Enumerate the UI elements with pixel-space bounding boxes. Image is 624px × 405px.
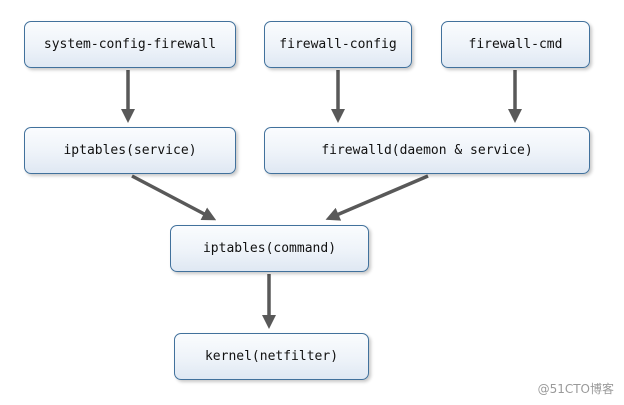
node-kernel-netfilter: kernel(netfilter) bbox=[174, 333, 369, 380]
node-label: system-config-firewall bbox=[43, 37, 217, 52]
node-system-config-firewall: system-config-firewall bbox=[24, 21, 236, 68]
node-label: firewalld(daemon & service) bbox=[321, 143, 533, 158]
node-firewalld: firewalld(daemon & service) bbox=[264, 127, 590, 174]
arrow-firewalld-to-iptables-command bbox=[325, 174, 429, 221]
watermark: @51CTO博客 bbox=[537, 382, 614, 396]
node-label: firewall-cmd bbox=[468, 37, 563, 52]
node-firewall-cmd: firewall-cmd bbox=[441, 21, 590, 68]
node-label: iptables(command) bbox=[202, 241, 337, 256]
node-iptables-service: iptables(service) bbox=[24, 127, 236, 174]
node-label: iptables(service) bbox=[63, 143, 197, 158]
node-firewall-config: firewall-config bbox=[264, 21, 412, 68]
node-label: kernel(netfilter) bbox=[204, 349, 339, 364]
node-label: firewall-config bbox=[279, 37, 397, 52]
node-iptables-command: iptables(command) bbox=[170, 225, 369, 272]
arrow-iptables-service-to-iptables-command bbox=[131, 174, 217, 221]
